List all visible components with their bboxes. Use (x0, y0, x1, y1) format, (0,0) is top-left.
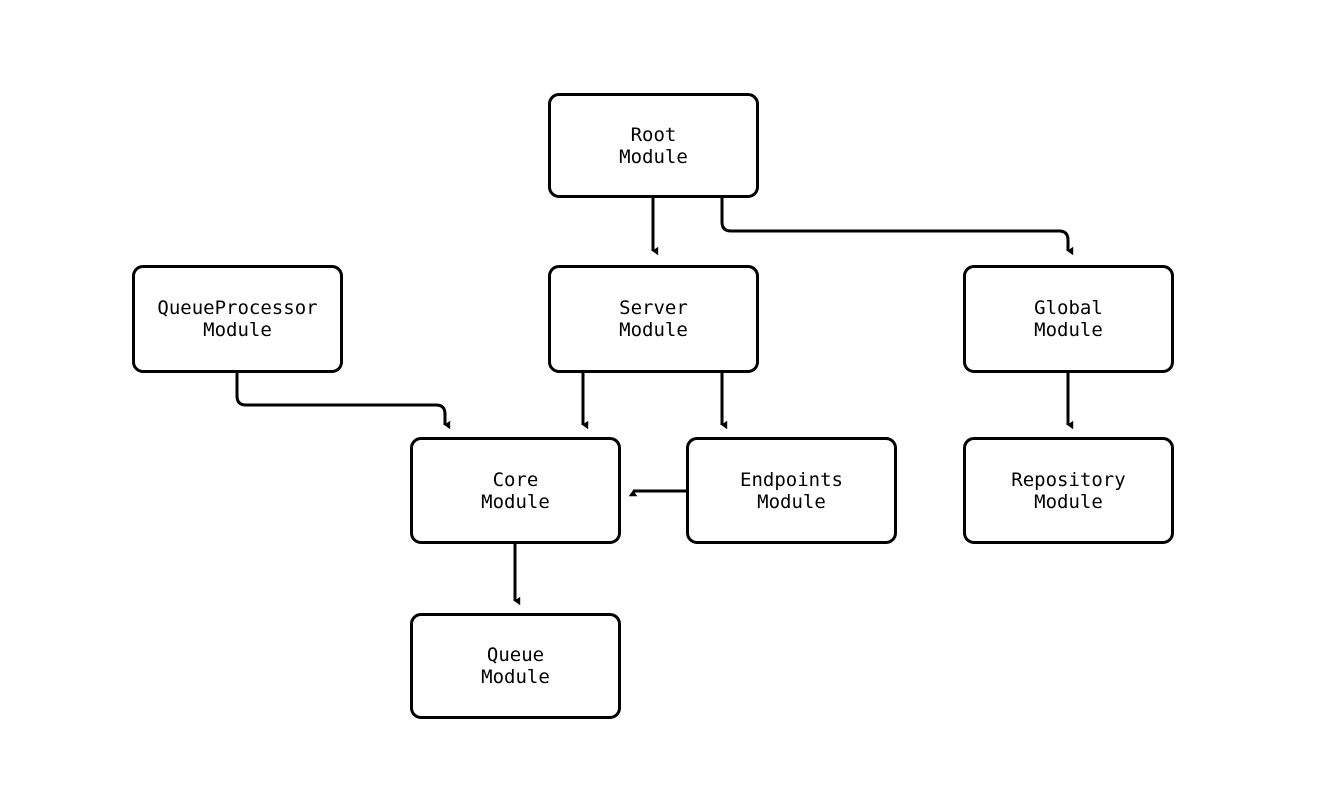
node-server-module-label-line2: Module (619, 319, 688, 341)
node-repository-module-label-line2: Module (1034, 490, 1103, 513)
node-global-module-label-line1: Global (1034, 297, 1103, 319)
node-root-module-label-line2: Module (619, 145, 688, 168)
node-core-module-label-line1: Core (492, 468, 539, 491)
node-queueprocessor-module-label-line1: QueueProcessor (157, 297, 318, 319)
node-repository-module[interactable]: Repository Module (963, 437, 1174, 544)
node-endpoints-module-label-line2: Module (757, 490, 826, 513)
node-repository-module-label-line1: Repository (1011, 468, 1126, 491)
node-endpoints-module[interactable]: Endpoints Module (686, 437, 897, 544)
node-queue-module[interactable]: Queue Module (410, 613, 621, 719)
node-server-module[interactable]: Server Module (548, 265, 759, 373)
node-global-module[interactable]: Global Module (963, 265, 1174, 373)
edge-queueprocessor-to-core (235, 373, 451, 430)
node-queue-module-label-line2: Module (481, 666, 550, 688)
edge-root-to-global (720, 198, 1074, 256)
node-server-module-label-line1: Server (619, 297, 688, 319)
node-queueprocessor-module[interactable]: QueueProcessor Module (132, 265, 343, 373)
node-root-module[interactable]: Root Module (548, 93, 759, 198)
node-queueprocessor-module-label-line2: Module (203, 319, 272, 341)
node-core-module[interactable]: Core Module (410, 437, 621, 544)
node-core-module-label-line2: Module (481, 490, 550, 513)
node-queue-module-label-line1: Queue (486, 644, 545, 666)
node-global-module-label-line2: Module (1034, 319, 1103, 341)
node-root-module-label-line1: Root (630, 123, 677, 146)
node-endpoints-module-label-line1: Endpoints (740, 468, 843, 491)
